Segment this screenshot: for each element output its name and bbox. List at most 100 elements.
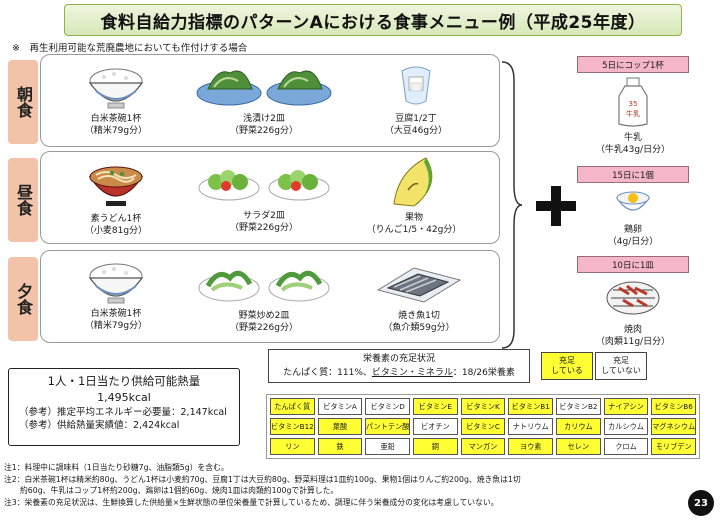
food-detail: （精米79g分） bbox=[84, 321, 148, 332]
meal-label-text: 朝食 bbox=[14, 86, 33, 118]
plus-icon bbox=[536, 186, 576, 226]
pickles-icon bbox=[196, 70, 332, 106]
legend-filled: 充足 している bbox=[541, 352, 593, 380]
page-number: 23 bbox=[688, 490, 714, 516]
nutrition-protein: たんぱく質：111%、 bbox=[283, 367, 372, 378]
food-detail: （大豆46g分） bbox=[384, 126, 448, 137]
food-name: 野菜炒め2皿 bbox=[238, 311, 290, 321]
nutrient-cell: 葉酸 bbox=[317, 418, 363, 435]
nutrition-heading: 栄養素の充足状況 bbox=[362, 354, 435, 364]
nutrient-cell: 銅 bbox=[413, 438, 458, 455]
meal-label-dinner: 夕食 bbox=[8, 257, 38, 341]
meal-box-dinner: 白米茶碗1杯 （精米79g分） 野菜炒め2皿 （野菜226g分） 焼き魚1切 （… bbox=[40, 250, 500, 343]
page-number-text: 23 bbox=[694, 497, 708, 509]
nutrient-cell: モリブデン bbox=[651, 438, 696, 455]
brace-icon bbox=[501, 61, 523, 349]
food-detail: （魚介類59g分） bbox=[383, 323, 455, 334]
food-name: 白米茶碗1杯 bbox=[90, 309, 142, 319]
footnote: 約60g、牛乳はコップ1杯約200g、鶏卵は1個約60g、焼肉1皿は肉類約100… bbox=[20, 486, 339, 496]
udon-icon bbox=[88, 166, 144, 206]
energy-reference-actual: （参考）供給熱量実績値：2,424kcal bbox=[19, 420, 180, 432]
nutrient-cell: カリウム bbox=[556, 418, 601, 435]
energy-title: 1人・1日当たり供給可能熱量 bbox=[47, 374, 201, 388]
food-item: 野菜炒め2皿 （野菜226g分） bbox=[189, 256, 339, 334]
extra-item-milk: 35 牛乳 牛乳 （牛乳43g/日分） bbox=[583, 76, 683, 156]
extra-detail: （牛乳43g/日分） bbox=[595, 145, 671, 156]
food-item: 豆腐1/2丁 （大豆46g分） bbox=[371, 61, 461, 137]
frequency-badge: 10日に1皿 bbox=[577, 256, 689, 273]
food-item: 白米茶碗1杯 （精米79g分） bbox=[61, 61, 171, 137]
nutrient-cell: ビタミンB1 bbox=[508, 398, 553, 415]
meal-label-text: 昼食 bbox=[14, 184, 33, 216]
nutrient-cell: ナトリウム bbox=[508, 418, 553, 435]
nutrient-cell: ビタミンK bbox=[460, 398, 506, 415]
nutrient-cell: マンガン bbox=[460, 438, 506, 455]
legend-filled-label: 充足 している bbox=[551, 356, 583, 375]
nutrition-count: ：18/26栄養素 bbox=[452, 367, 515, 378]
food-name: 浅漬け2皿 bbox=[243, 114, 285, 124]
nutrient-cell: たんぱく質 bbox=[270, 398, 315, 415]
extra-name: 牛乳 bbox=[623, 133, 642, 144]
extra-detail: （4g/日分） bbox=[607, 237, 659, 248]
food-item: サラダ2皿 （野菜226g分） bbox=[189, 158, 339, 234]
legend-unfilled-label: 充足 していない bbox=[601, 356, 641, 375]
rice-bowl-icon bbox=[88, 263, 144, 304]
meal-label-text: 夕食 bbox=[14, 283, 33, 315]
footnote: 注1：料理中に調味料（1日当たり砂糖7g、油脂類5g）を含む。 bbox=[4, 463, 229, 472]
nutrient-cell: リン bbox=[270, 438, 315, 455]
stir-fry-icon bbox=[198, 270, 330, 302]
nutrient-cell: ビタミンB2 bbox=[556, 398, 601, 415]
footnote: 注2：白米茶碗1杯は精米約80g、うどん1杯は小麦約70g、豆腐1丁は大豆約80… bbox=[4, 474, 521, 484]
food-name: 白米茶碗1杯 bbox=[90, 114, 142, 124]
food-detail: （野菜226g分） bbox=[230, 126, 298, 137]
nutrient-cell: ナイアシン bbox=[603, 398, 649, 415]
grilled-meat-icon bbox=[606, 281, 660, 315]
nutrient-cell: カルシウム bbox=[603, 418, 649, 435]
energy-summary: 1人・1日当たり供給可能熱量 1,495kcal （参考）推定平均エネルギー必要… bbox=[8, 368, 240, 446]
nutrient-cell: ビタミンE bbox=[413, 398, 458, 415]
page-title-text: 食料自給力指標のパターンAにおける食事メニュー例（平成25年度） bbox=[100, 12, 646, 33]
grilled-fish-icon bbox=[376, 267, 462, 303]
milk-bottle-label: 牛乳 bbox=[626, 109, 640, 118]
nutrition-summary: 栄養素の充足状況 たんぱく質：111%、ビタミン・ミネラル：18/26栄養素 bbox=[268, 349, 530, 383]
food-item: 果物 （りんご1/5・42g分） bbox=[359, 154, 469, 236]
nutrient-cell: 鉄 bbox=[317, 438, 363, 455]
meal-box-lunch: 素うどん1杯 （小麦81g分） サラダ2皿 （野菜226g分） 果物 （りんご1… bbox=[40, 151, 500, 244]
egg-icon bbox=[615, 191, 651, 211]
meal-label-breakfast: 朝食 bbox=[8, 60, 38, 144]
nutrient-cell: ビタミンA bbox=[317, 398, 363, 415]
nutrient-cell: ビタミンD bbox=[365, 398, 410, 415]
frequency-badge: 5日にコップ1杯 bbox=[577, 56, 689, 73]
tofu-icon bbox=[401, 66, 431, 105]
frequency-badge: 15日に1個 bbox=[577, 166, 689, 183]
food-item: 浅漬け2皿 （野菜226g分） bbox=[189, 59, 339, 137]
apple-slice-icon bbox=[393, 157, 433, 207]
subtitle: ※ 再生利用可能な荒廃農地においても作付けする場合 bbox=[12, 43, 248, 54]
nutrient-cell: パントテン酸 bbox=[365, 418, 410, 435]
milk-bottle-number: 35 bbox=[629, 100, 638, 108]
food-detail: （精米79g分） bbox=[84, 126, 148, 137]
food-name: 焼き魚1切 bbox=[398, 311, 440, 321]
nutrient-cell: ビオチン bbox=[413, 418, 458, 435]
food-detail: （小麦81g分） bbox=[84, 226, 148, 237]
meal-box-breakfast: 白米茶碗1杯 （精米79g分） 浅漬け2皿 （野菜226g分） 豆腐1/2丁 （… bbox=[40, 54, 500, 147]
nutrient-cell: セレン bbox=[556, 438, 601, 455]
meal-label-lunch: 昼食 bbox=[8, 158, 38, 242]
food-detail: （野菜226g分） bbox=[230, 323, 298, 334]
legend-unfilled: 充足 していない bbox=[595, 352, 647, 380]
milk-bottle-icon: 35 牛乳 bbox=[618, 77, 648, 127]
nutrient-cell: ヨウ素 bbox=[508, 438, 553, 455]
food-item: 白米茶碗1杯 （精米79g分） bbox=[61, 256, 171, 332]
frequency-text: 15日に1個 bbox=[612, 170, 654, 181]
extra-detail: （肉類11g/日分） bbox=[595, 337, 671, 348]
food-item: 素うどん1杯 （小麦81g分） bbox=[61, 157, 171, 237]
nutrient-cell: ビタミンC bbox=[460, 418, 506, 435]
food-name: サラダ2皿 bbox=[243, 211, 285, 221]
food-name: 果物 bbox=[404, 213, 423, 223]
salad-icon bbox=[198, 170, 330, 201]
food-name: 豆腐1/2丁 bbox=[395, 114, 437, 124]
food-detail: （野菜226g分） bbox=[230, 223, 298, 234]
rice-bowl-icon bbox=[88, 68, 144, 109]
extra-item-egg: 鶏卵 （4g/日分） bbox=[583, 186, 683, 248]
